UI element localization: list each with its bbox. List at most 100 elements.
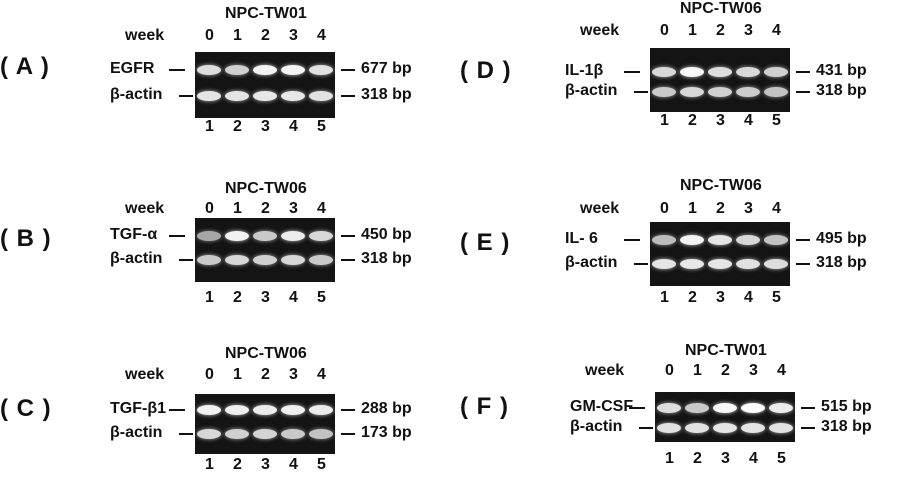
target-gene-label: IL-1β bbox=[565, 62, 604, 79]
control-band bbox=[713, 423, 737, 433]
lane-number: 2 bbox=[693, 450, 702, 467]
target-band bbox=[708, 67, 732, 77]
control-band bbox=[741, 423, 765, 433]
week-number: 3 bbox=[289, 200, 298, 217]
control-gene-label: β-actin bbox=[570, 418, 623, 435]
cell-line-label: NPC-TW06 bbox=[225, 345, 307, 362]
control-band bbox=[281, 91, 305, 101]
gel-image bbox=[650, 222, 790, 286]
week-number: 2 bbox=[261, 27, 270, 44]
target-bp-label: 450 bp bbox=[361, 226, 412, 243]
week-number: 1 bbox=[693, 362, 702, 379]
target-band bbox=[309, 231, 333, 241]
target-right-tick bbox=[341, 69, 355, 71]
week-number: 2 bbox=[721, 362, 730, 379]
lane-number: 3 bbox=[721, 450, 730, 467]
week-number: 0 bbox=[205, 366, 214, 383]
control-band bbox=[197, 91, 221, 101]
target-band bbox=[309, 405, 333, 415]
control-left-tick bbox=[634, 91, 648, 93]
lane-number: 5 bbox=[317, 289, 326, 306]
week-number: 4 bbox=[777, 362, 786, 379]
lane-number: 2 bbox=[233, 289, 242, 306]
target-band bbox=[225, 65, 249, 75]
target-band bbox=[281, 231, 305, 241]
control-left-tick bbox=[179, 259, 193, 261]
target-band bbox=[197, 405, 221, 415]
control-band bbox=[708, 259, 732, 269]
target-bp-label: 288 bp bbox=[361, 400, 412, 417]
control-left-tick bbox=[179, 95, 193, 97]
control-band bbox=[309, 255, 333, 265]
lane-number: 4 bbox=[289, 118, 298, 135]
control-band bbox=[281, 429, 305, 439]
target-bp-label: 515 bp bbox=[821, 398, 872, 415]
cell-line-label: NPC-TW06 bbox=[680, 0, 762, 17]
lane-number: 4 bbox=[744, 289, 753, 306]
target-band bbox=[197, 231, 221, 241]
lane-number: 1 bbox=[205, 289, 214, 306]
lane-number: 2 bbox=[233, 456, 242, 473]
control-right-tick bbox=[796, 91, 810, 93]
target-gene-label: GM-CSF bbox=[570, 398, 634, 415]
control-band bbox=[253, 255, 277, 265]
target-bp-label: 677 bp bbox=[361, 60, 412, 77]
week-number: 4 bbox=[772, 22, 781, 39]
control-right-tick bbox=[801, 427, 815, 429]
target-band bbox=[764, 235, 788, 245]
lane-number: 1 bbox=[660, 289, 669, 306]
control-band bbox=[764, 87, 788, 97]
control-band bbox=[657, 423, 681, 433]
control-right-tick bbox=[341, 259, 355, 261]
lane-number: 1 bbox=[665, 450, 674, 467]
panel-letter: ( A ) bbox=[0, 53, 50, 80]
week-number: 1 bbox=[233, 200, 242, 217]
lane-number: 5 bbox=[317, 456, 326, 473]
lane-number: 1 bbox=[205, 456, 214, 473]
lane-number: 5 bbox=[317, 118, 326, 135]
week-number: 4 bbox=[317, 27, 326, 44]
lane-number: 3 bbox=[716, 289, 725, 306]
control-band bbox=[253, 429, 277, 439]
target-left-tick bbox=[169, 69, 185, 71]
target-bp-label: 495 bp bbox=[816, 230, 867, 247]
target-right-tick bbox=[796, 239, 810, 241]
target-band bbox=[652, 235, 676, 245]
control-band bbox=[253, 91, 277, 101]
target-band bbox=[225, 405, 249, 415]
target-left-tick bbox=[629, 407, 645, 409]
control-bp-label: 173 bp bbox=[361, 424, 412, 441]
lane-number: 3 bbox=[716, 112, 725, 129]
control-band bbox=[225, 91, 249, 101]
target-band bbox=[736, 67, 760, 77]
lane-number: 1 bbox=[660, 112, 669, 129]
week-number: 2 bbox=[261, 200, 270, 217]
week-number: 4 bbox=[772, 200, 781, 217]
panel-letter: ( D ) bbox=[460, 57, 512, 84]
lane-number: 5 bbox=[772, 112, 781, 129]
week-number: 3 bbox=[289, 27, 298, 44]
control-left-tick bbox=[634, 263, 648, 265]
control-band bbox=[680, 259, 704, 269]
target-band bbox=[708, 235, 732, 245]
lane-number: 3 bbox=[261, 289, 270, 306]
target-band bbox=[197, 65, 221, 75]
control-band bbox=[197, 429, 221, 439]
control-left-tick bbox=[639, 427, 653, 429]
week-number: 0 bbox=[665, 362, 674, 379]
lane-number: 2 bbox=[233, 118, 242, 135]
lane-number: 4 bbox=[289, 289, 298, 306]
target-left-tick bbox=[624, 239, 640, 241]
control-gene-label: β-actin bbox=[565, 82, 618, 99]
week-number: 2 bbox=[716, 22, 725, 39]
control-band bbox=[225, 255, 249, 265]
lane-number: 1 bbox=[205, 118, 214, 135]
target-right-tick bbox=[796, 71, 810, 73]
week-number: 1 bbox=[233, 366, 242, 383]
target-left-tick bbox=[169, 235, 185, 237]
week-number: 0 bbox=[205, 27, 214, 44]
week-number: 0 bbox=[660, 200, 669, 217]
panel-letter: ( F ) bbox=[460, 393, 509, 420]
